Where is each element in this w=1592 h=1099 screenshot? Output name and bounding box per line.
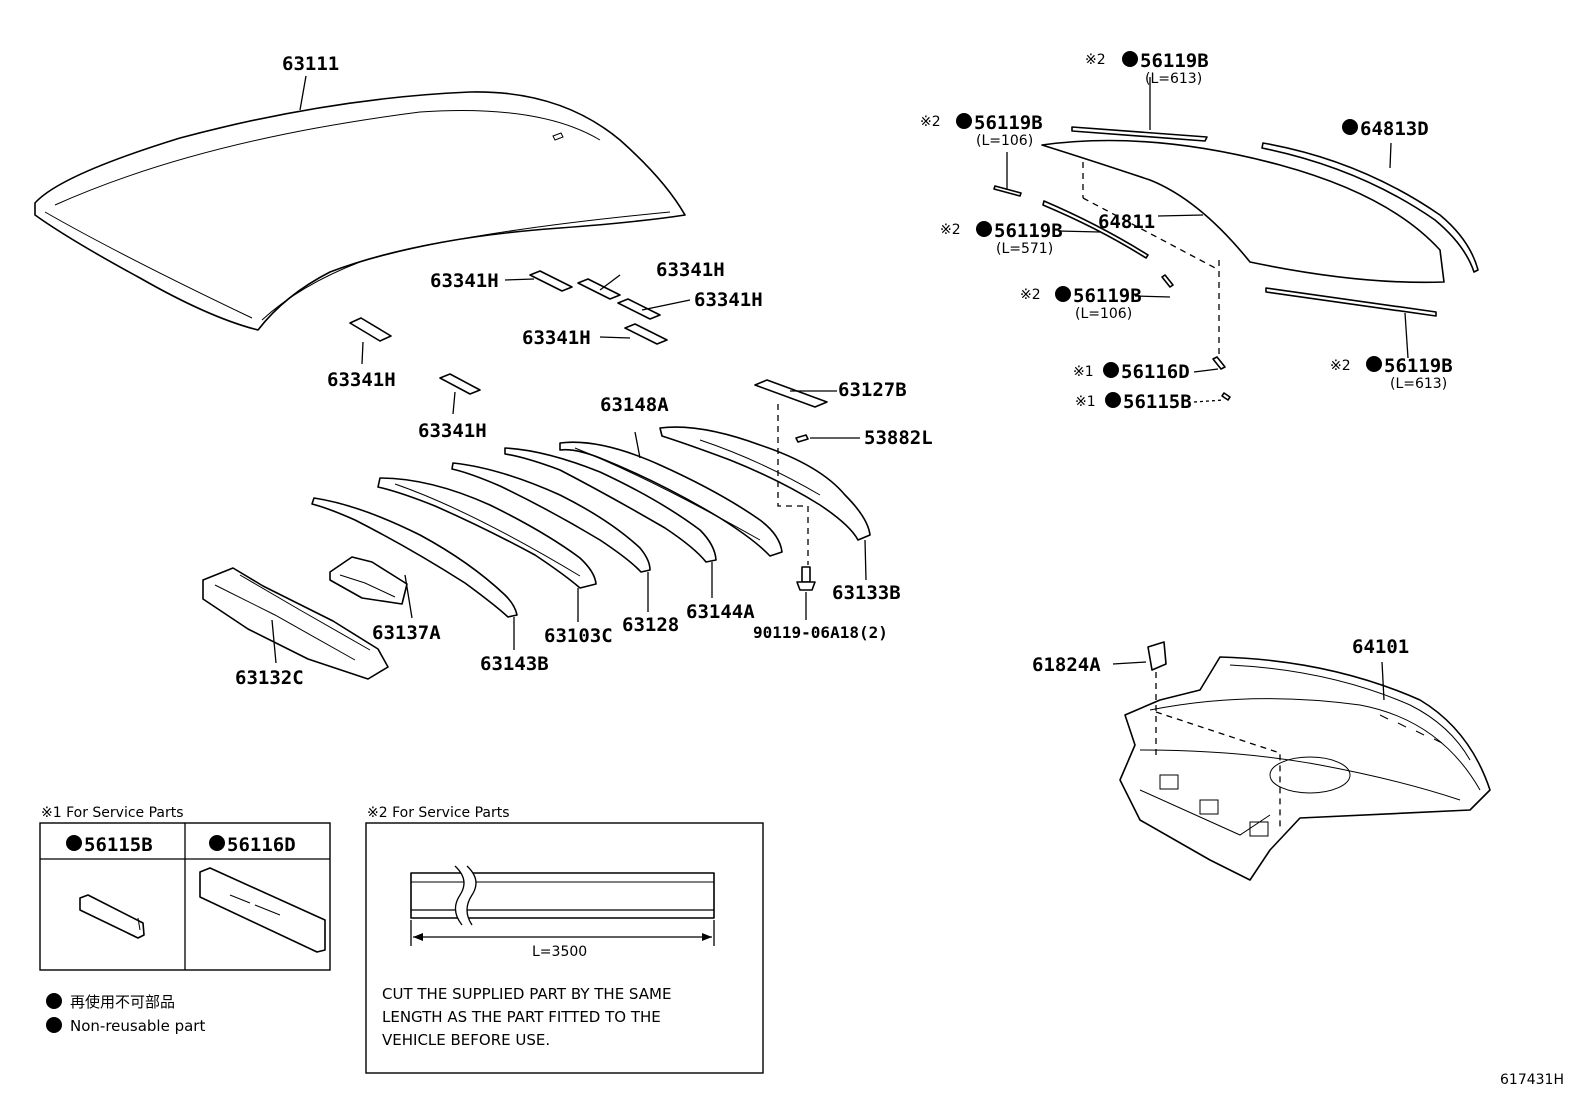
part-label-63103C: 63103C <box>544 625 613 647</box>
service-mark: ※1 <box>1075 394 1096 410</box>
callout-length: (L=106) <box>1075 306 1132 322</box>
callout-part-56119B: 56119B <box>1384 355 1453 377</box>
part-label-63133B: 63133B <box>832 582 901 604</box>
illustration-id: 617431H <box>1500 1072 1564 1088</box>
part-label-63127B: 63127B <box>838 379 907 401</box>
service-mark: ※2 <box>940 222 961 238</box>
service-mark: ※2 <box>1085 52 1106 68</box>
part-label-63341H-d: 63341H <box>522 327 591 349</box>
part-label-64813D: 64813D <box>1360 118 1429 140</box>
non-reusable-dot <box>66 835 82 851</box>
non-reusable-dot <box>976 221 992 237</box>
service-note-line-2: LENGTH AS THE PART FITTED TO THE <box>382 1008 661 1026</box>
part-label-63132C: 63132C <box>235 667 304 689</box>
non-reusable-dot <box>1342 119 1358 135</box>
part-label-61824A: 61824A <box>1032 654 1101 676</box>
roof-reinforcement-parts <box>202 379 871 680</box>
part-label-63144A: 63144A <box>686 601 755 623</box>
non-reusable-dot <box>956 113 972 129</box>
part-label-56115B: 56115B <box>1123 391 1192 413</box>
service-table-1-title: ※1 For Service Parts <box>41 805 184 821</box>
service-box-2-title: ※2 For Service Parts <box>367 805 510 821</box>
service-parts-box-2: ※2 For Service Parts L=3500 CUT THE SUPP… <box>365 805 764 1074</box>
callout-part-56119B: 56119B <box>1140 50 1209 72</box>
callout-part-56119B: 56119B <box>994 220 1063 242</box>
service-parts-table-1: ※1 For Service Parts 56115B 56116D <box>39 805 331 971</box>
callout-length: (L=106) <box>976 133 1033 149</box>
part-label-63341H-e: 63341H <box>327 369 396 391</box>
part-label-63148A: 63148A <box>600 394 669 416</box>
part-label-64101: 64101 <box>1352 636 1409 658</box>
callout-length: (L=613) <box>1145 71 1202 87</box>
callout-part-56119B: 56119B <box>974 112 1043 134</box>
part-label-63128: 63128 <box>622 614 679 636</box>
part-label-63111: 63111 <box>282 53 339 75</box>
back-window-glass-illustration <box>993 126 1479 401</box>
part-label-56116D: 56116D <box>1121 361 1190 383</box>
service-mark: ※2 <box>1330 358 1351 374</box>
part-label-63341H-c: 63341H <box>694 289 763 311</box>
service-note-line-3: VEHICLE BEFORE USE. <box>382 1031 550 1049</box>
non-reusable-dot <box>1103 362 1119 378</box>
service-table-part-56116D: 56116D <box>227 834 296 856</box>
service-mark: ※2 <box>1020 287 1041 303</box>
service-mark: ※2 <box>920 114 941 130</box>
non-reusable-dot <box>46 1017 62 1033</box>
service-table-part-56115B: 56115B <box>84 834 153 856</box>
non-reusable-dot <box>1105 392 1121 408</box>
part-label-64811: 64811 <box>1098 211 1155 233</box>
part-label-90119-06A18: 90119-06A18(2) <box>753 623 888 642</box>
part-label-63143B: 63143B <box>480 653 549 675</box>
non-reusable-dot <box>1055 286 1071 302</box>
part-label-63137A: 63137A <box>372 622 441 644</box>
part-label-53882L: 53882L <box>864 427 933 449</box>
part-label-63341H-b: 63341H <box>656 259 725 281</box>
service-mark: ※1 <box>1073 364 1094 380</box>
roof-panel-illustration <box>34 91 686 331</box>
non-reusable-dot <box>46 993 62 1009</box>
callout-length: (L=571) <box>996 241 1053 257</box>
pad-63341H-set <box>349 270 668 395</box>
non-reusable-dot <box>209 835 225 851</box>
callout-part-56119B: 56119B <box>1073 285 1142 307</box>
legend-line-english: Non-reusable part <box>70 1017 205 1035</box>
part-label-63341H-f: 63341H <box>418 420 487 442</box>
package-tray-illustration <box>1119 641 1491 881</box>
non-reusable-dot <box>1366 356 1382 372</box>
dimension-label: L=3500 <box>532 944 587 960</box>
part-label-63341H-a: 63341H <box>430 270 499 292</box>
legend-line-japanese: 再使用不可部品 <box>70 993 175 1011</box>
service-note-line-1: CUT THE SUPPLIED PART BY THE SAME <box>382 985 671 1003</box>
legend: 再使用不可部品 Non-reusable part <box>46 993 205 1035</box>
non-reusable-dot <box>1122 51 1138 67</box>
callout-length: (L=613) <box>1390 376 1447 392</box>
